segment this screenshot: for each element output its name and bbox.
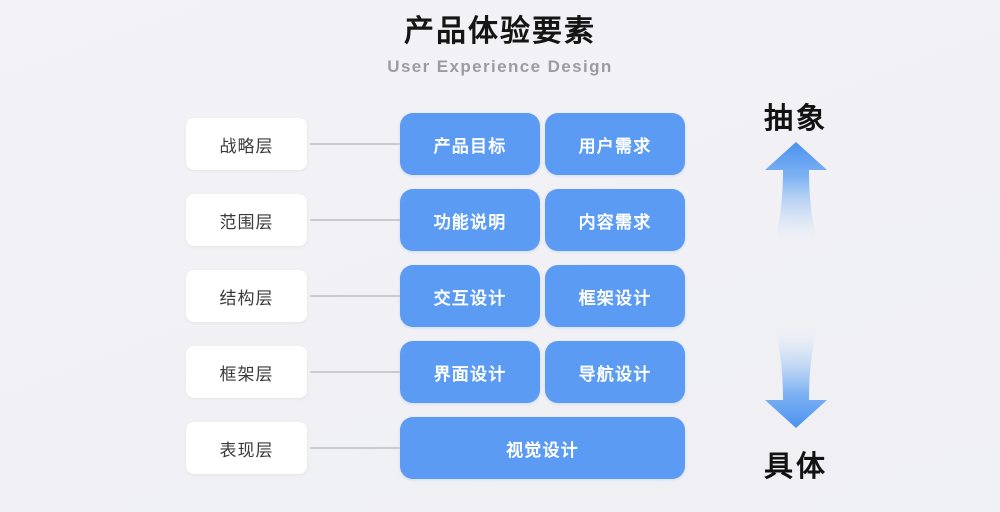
card-item[interactable]: 内容需求 xyxy=(545,189,685,251)
layer-chip-scope[interactable]: 范围层 xyxy=(186,194,307,246)
axis-top-label: 抽象 xyxy=(763,103,828,135)
card-item[interactable]: 框架设计 xyxy=(545,265,685,327)
card-item[interactable]: 导航设计 xyxy=(545,341,685,403)
card-group: 界面设计 导航设计 xyxy=(400,341,685,403)
layer-chip-strategy[interactable]: 战略层 xyxy=(186,118,307,170)
card-group: 交互设计 框架设计 xyxy=(400,265,685,327)
layer-chip-label: 表现层 xyxy=(219,440,274,460)
layer-row: 表现层 视觉设计 xyxy=(186,417,685,479)
card-label: 用户需求 xyxy=(578,136,652,156)
connector-line xyxy=(310,371,400,373)
axis-bottom-label: 具体 xyxy=(763,451,828,483)
layer-chip-label: 战略层 xyxy=(219,136,274,156)
card-item[interactable]: 用户需求 xyxy=(545,113,685,175)
layer-chip-label: 结构层 xyxy=(219,288,274,308)
card-label: 框架设计 xyxy=(578,288,652,308)
card-group: 产品目标 用户需求 xyxy=(400,113,685,175)
layer-row: 框架层 界面设计 导航设计 xyxy=(186,341,685,403)
layer-chip-label: 范围层 xyxy=(219,212,274,232)
abstraction-axis: 抽象 xyxy=(706,95,886,485)
card-label: 导航设计 xyxy=(578,364,652,384)
card-group: 功能说明 内容需求 xyxy=(400,189,685,251)
layer-chip-label: 框架层 xyxy=(219,364,274,384)
page-title: 产品体验要素 xyxy=(404,15,596,48)
card-item[interactable]: 功能说明 xyxy=(400,189,540,251)
layers-matrix: 战略层 产品目标 用户需求 范围层 功能说明 xyxy=(186,113,685,479)
card-label: 视觉设计 xyxy=(506,440,579,460)
connector-line xyxy=(310,219,400,221)
card-label: 交互设计 xyxy=(433,288,507,308)
layer-row: 范围层 功能说明 内容需求 xyxy=(186,189,685,251)
card-item[interactable]: 界面设计 xyxy=(400,341,540,403)
header: 产品体验要素 User Experience Design xyxy=(0,12,1000,79)
card-item[interactable]: 交互设计 xyxy=(400,265,540,327)
layer-chip-structure[interactable]: 结构层 xyxy=(186,270,307,322)
connector-line xyxy=(310,447,400,449)
layer-row: 结构层 交互设计 框架设计 xyxy=(186,265,685,327)
arrow-up-icon xyxy=(751,140,841,245)
card-label: 内容需求 xyxy=(578,212,652,232)
connector-line xyxy=(310,295,400,297)
page-subtitle: User Experience Design xyxy=(387,57,613,76)
arrow-down-icon xyxy=(751,325,841,430)
layer-row: 战略层 产品目标 用户需求 xyxy=(186,113,685,175)
card-group: 视觉设计 xyxy=(400,417,685,479)
connector-line xyxy=(310,143,400,145)
layer-chip-surface[interactable]: 表现层 xyxy=(186,422,307,474)
card-item[interactable]: 视觉设计 xyxy=(400,417,685,479)
card-label: 产品目标 xyxy=(433,136,507,156)
card-label: 界面设计 xyxy=(433,364,507,384)
card-label: 功能说明 xyxy=(433,212,507,232)
layer-chip-skeleton[interactable]: 框架层 xyxy=(186,346,307,398)
card-item[interactable]: 产品目标 xyxy=(400,113,540,175)
